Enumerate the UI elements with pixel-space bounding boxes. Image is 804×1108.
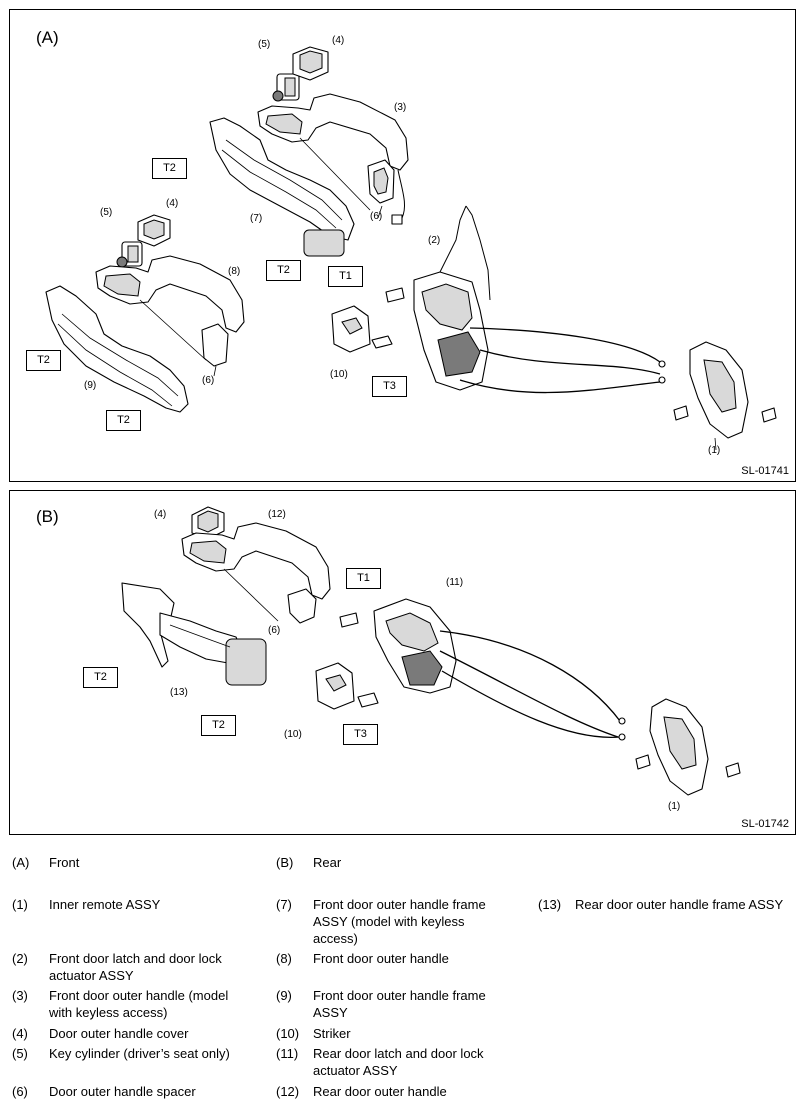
- torque-label: T2: [152, 158, 187, 179]
- legend-number: (B): [276, 855, 294, 870]
- figure-code: SL-01742: [741, 818, 789, 830]
- legend-text: Front: [49, 855, 80, 870]
- key-cylinder-drawing: [116, 241, 143, 268]
- callout: (4): [332, 35, 345, 46]
- torque-label: T3: [372, 376, 407, 397]
- callout: (1): [668, 801, 681, 812]
- callout: (10): [330, 369, 348, 380]
- inner-remote-drawing: [635, 698, 741, 796]
- rear-door-latch-actuator-drawing: [373, 598, 457, 694]
- legend-text: Door outer handle cover: [49, 1026, 189, 1041]
- callout: (13): [170, 687, 188, 698]
- callout: (5): [100, 207, 113, 218]
- cable-drawing: [439, 630, 621, 722]
- rear-handle-frame-drawing: [121, 582, 267, 686]
- torque-label: T3: [343, 724, 378, 745]
- legend-number: (2): [12, 951, 28, 966]
- callout: (12): [268, 509, 286, 520]
- legend-text: Rear door latch and door lock actuator A…: [313, 1046, 484, 1078]
- legend-text: Front door outer handle (model with keyl…: [49, 988, 229, 1020]
- panel-label: (A): [36, 28, 59, 47]
- callout: (6): [202, 375, 215, 386]
- handle-cover-drawing: [191, 506, 225, 540]
- legend-number: (6): [12, 1084, 28, 1099]
- key-cylinder-drawing: [272, 73, 300, 102]
- legend-text: Striker: [313, 1026, 351, 1041]
- bolt-drawing: [371, 335, 393, 349]
- legend-text: Key cylinder (driver’s seat only): [49, 1046, 230, 1061]
- legend-text: Inner remote ASSY: [49, 897, 161, 912]
- legend-number: (13): [538, 897, 562, 912]
- torque-label: T1: [346, 568, 381, 589]
- handle-frame-drawing: [45, 285, 189, 413]
- panel-label: (B): [36, 507, 59, 526]
- legend-number: (3): [12, 988, 28, 1003]
- figure-code: SL-01741: [741, 465, 789, 477]
- door-latch-actuator-drawing: [413, 205, 491, 391]
- legend-number: (A): [12, 855, 30, 870]
- callout: (8): [228, 266, 241, 277]
- callout: (3): [394, 102, 407, 113]
- handle-frame-keyless-drawing: [209, 117, 355, 257]
- inner-remote-drawing: [673, 341, 777, 439]
- callout: (9): [84, 380, 97, 391]
- callout: (5): [258, 39, 271, 50]
- legend-number: (7): [276, 897, 292, 912]
- callout: (4): [154, 509, 167, 520]
- torque-label: T1: [328, 266, 363, 287]
- callout: (6): [268, 625, 281, 636]
- callout: (2): [428, 235, 441, 246]
- callout: (11): [446, 577, 464, 588]
- torque-label: T2: [201, 715, 236, 736]
- legend-text: Front door latch and door lock actuator …: [49, 951, 222, 983]
- outer-handle-keyless-drawing: [257, 93, 409, 225]
- handle-cover-drawing: [137, 214, 171, 247]
- panel-rear: (B) SL-01742 (4) (12) (11) (6) (13) (10)…: [9, 490, 796, 835]
- rear-exploded-drawing: [121, 506, 741, 796]
- callout: (7): [250, 213, 263, 224]
- legend-text: Rear: [313, 855, 342, 870]
- striker-drawing: [315, 662, 355, 710]
- legend-text: Front door outer handle: [313, 951, 449, 966]
- legend-number: (8): [276, 951, 292, 966]
- callout: (10): [284, 729, 302, 740]
- legend-text: Front door outer handle frame ASSY (mode…: [313, 897, 486, 946]
- legend-text: Front door outer handle frame ASSY: [313, 988, 486, 1020]
- legend-number: (4): [12, 1026, 28, 1041]
- outer-handle-drawing: [95, 255, 245, 333]
- legend-number: (12): [276, 1084, 300, 1099]
- torque-label: T2: [26, 350, 61, 371]
- panel-front: (A) SL-01741 (4) (5) (3) (6) (7) (4) (5)…: [9, 9, 796, 482]
- bolt-drawing: [385, 287, 405, 303]
- handle-cover-drawing: [292, 46, 329, 81]
- striker-drawing: [331, 305, 371, 353]
- torque-label: T2: [266, 260, 301, 281]
- bolt-drawing: [357, 692, 379, 708]
- cable-drawing: [469, 327, 661, 363]
- callout: (4): [166, 198, 179, 209]
- handle-spacer-drawing: [287, 588, 317, 624]
- legend-text: Door outer handle spacer: [49, 1084, 196, 1099]
- callout: (6): [370, 211, 383, 222]
- rear-outer-handle-drawing: [181, 522, 331, 600]
- legend-number: (10): [276, 1026, 300, 1041]
- callout: (1): [708, 445, 721, 456]
- torque-label: T2: [106, 410, 141, 431]
- torque-label: T2: [83, 667, 118, 688]
- legend-number: (1): [12, 897, 28, 912]
- legend-text: Rear door outer handle: [313, 1084, 447, 1099]
- legend-text: Rear door outer handle frame ASSY: [575, 897, 784, 912]
- bolt-drawing: [339, 612, 359, 628]
- legend-number: (5): [12, 1046, 28, 1061]
- legend-number: (11): [276, 1046, 299, 1061]
- front-exploded-drawing: [45, 46, 777, 451]
- legend-number: (9): [276, 988, 292, 1003]
